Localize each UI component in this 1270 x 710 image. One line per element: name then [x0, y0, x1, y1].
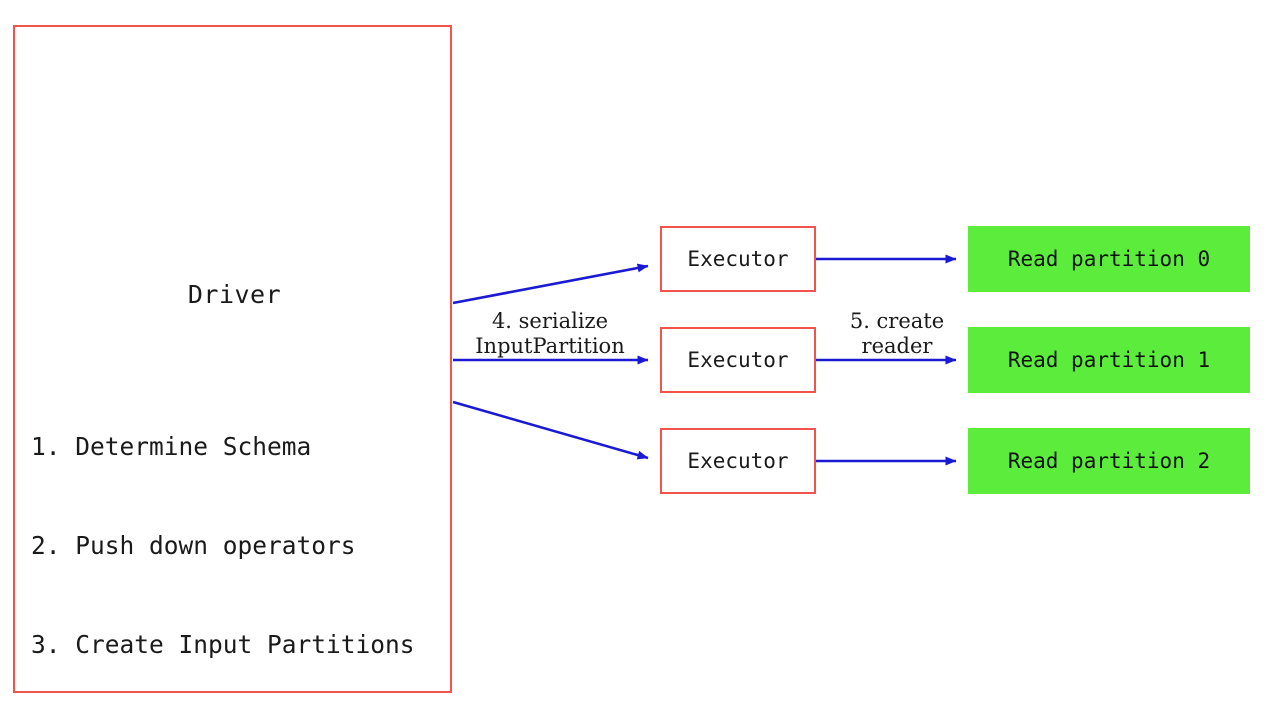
driver-step-1: 1. Determine Schema — [31, 432, 312, 461]
read-partition-label: Read partition 2 — [1007, 449, 1211, 473]
executor-box-1: Executor — [660, 327, 816, 393]
executor-label: Executor — [687, 449, 789, 473]
driver-title: Driver — [187, 280, 282, 309]
edge-label-serialize-inputpartition: 4. serialize InputPartition — [475, 309, 625, 358]
read-partition-box-0: Read partition 0 — [968, 226, 1250, 292]
edge-label-create-reader: 5. create reader — [849, 309, 945, 358]
driver-step-3: 3. Create Input Partitions — [31, 630, 415, 659]
read-partition-label: Read partition 1 — [1007, 348, 1211, 372]
driver-step-2: 2. Push down operators — [31, 531, 356, 560]
executor-label: Executor — [687, 348, 789, 372]
read-partition-box-1: Read partition 1 — [968, 327, 1250, 393]
read-partition-box-2: Read partition 2 — [968, 428, 1250, 494]
edge-driver-to-executor-2 — [452, 400, 649, 460]
edge-driver-to-executor-0 — [452, 263, 649, 305]
read-partition-label: Read partition 0 — [1007, 247, 1211, 271]
executor-label: Executor — [687, 247, 789, 271]
driver-box: Driver 1. Determine Schema 2. Push down … — [13, 25, 452, 693]
driver-steps-list: 1. Determine Schema 2. Push down operato… — [31, 364, 415, 710]
executor-box-2: Executor — [660, 428, 816, 494]
executor-box-0: Executor — [660, 226, 816, 292]
